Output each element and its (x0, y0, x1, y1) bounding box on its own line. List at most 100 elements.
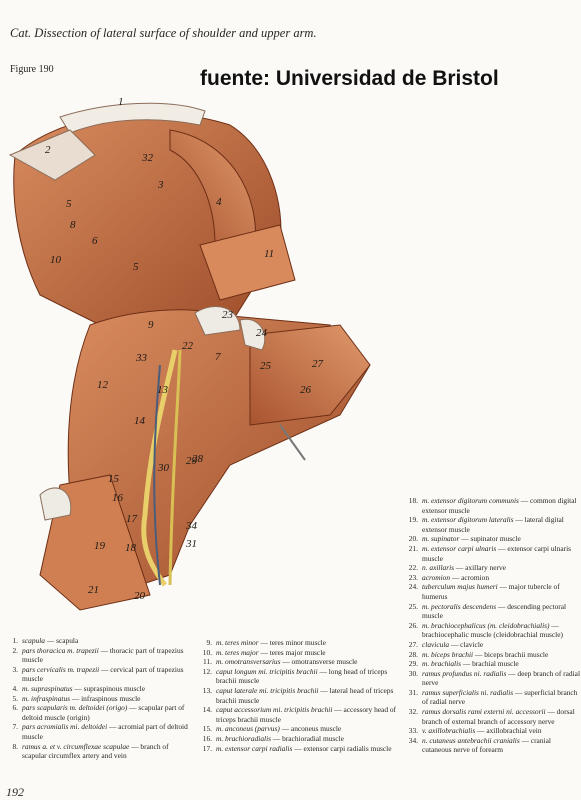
figure-label: 3 (157, 179, 164, 191)
legend-item: 4. m. supraspinatus — supraspinous muscle (4, 684, 194, 694)
legend-number: 33. (408, 726, 418, 736)
legend-item: 19.m. extensor digitorum lateralis — lat… (404, 515, 581, 534)
legend-text: m. extensor digitorum communis — common … (422, 496, 581, 515)
figure-label: 34 (185, 520, 198, 532)
figure-label: 21 (88, 584, 99, 596)
legend-number: 16. (202, 733, 212, 743)
legend-description: — scapula (45, 636, 79, 645)
legend-text: m. supraspinatus — supraspinous muscle (22, 684, 194, 694)
figure-label: 29 (186, 455, 198, 467)
legend-text: m. omotransversarius — omotransverse mus… (216, 657, 398, 667)
legend-number: 4. (12, 683, 18, 693)
legend-text: ramus superficialis ni. radialis — super… (422, 688, 581, 707)
figure-label: 27 (312, 358, 324, 370)
legend-item: 8.ramus a. et v. circumflexae scapulae —… (4, 742, 194, 761)
figure-label: 24 (256, 327, 268, 339)
figure-label: 33 (135, 352, 148, 364)
legend-number: 2. (12, 645, 18, 655)
legend-text: m. extensor carpi ulnaris — extensor car… (422, 544, 581, 563)
figure-label: 20 (134, 590, 146, 602)
legend-item: 22.n. axillaris — axillary nerve (404, 563, 581, 573)
legend-number: 13. (202, 685, 212, 695)
legend-item: 32.ramus dorsalis rami externi ni. acces… (404, 707, 581, 726)
legend-description: — lateral head of triceps brachii muscle (216, 685, 394, 705)
legend-item: 13. caput laterale mi. tricipitis brachii… (198, 686, 398, 705)
legend-number: 24. (408, 582, 418, 592)
legend-term: pars thoracica m. trapezii (22, 645, 99, 655)
legend-term: acromion (422, 572, 451, 582)
legend-description: — branch of scapular circumflex artery a… (22, 741, 169, 761)
legend-description: — major tubercle of humerus (422, 582, 560, 601)
legend-description: — clavicle (449, 639, 484, 649)
figure-label: 8 (70, 219, 76, 231)
legend-term: scapula (22, 636, 45, 645)
acromion-bone (194, 306, 241, 336)
axillobrachial-vein (153, 364, 161, 586)
legend-number: 12. (202, 666, 212, 676)
figure-label: 31 (185, 538, 197, 550)
figure-label: 12 (97, 379, 109, 391)
legend-text: m. extensor carpi radialis — extensor ca… (216, 744, 398, 754)
legend-term: caput laterale mi. tricipitis brachii (216, 685, 319, 695)
legend-item: 7.pars acromialis mi. deltoidei — acromi… (4, 722, 194, 741)
legend-term: m. extensor carpi ulnaris (422, 543, 497, 553)
legend-item: 15.m. anconeus (parvus) — anconeus muscl… (198, 724, 398, 734)
legend-text: n. cutaneus antebrachii cranialis — cran… (422, 736, 581, 755)
legend-description: — accessory head of triceps brachii musc… (216, 705, 397, 724)
legend-description: — axillobrachial vein (475, 726, 542, 736)
legend-description: — brachial muscle (461, 659, 519, 669)
tubercle-bone (239, 318, 266, 351)
legend-item: 29.m. brachialis — brachial muscle (404, 659, 581, 669)
legend-term: m. extensor digitorum communis (422, 496, 519, 505)
figure-label: 5 (133, 261, 139, 273)
legend-number: 26. (408, 620, 418, 630)
legend-item: 27.clavicula — clavicle (404, 640, 581, 650)
legend-text: pars scapularis m. deltoidei (origo) — s… (22, 703, 194, 722)
legend-term: m. extensor carpi radialis (216, 743, 293, 753)
legend-text: m. brachioradialis — brachioradial muscl… (216, 734, 398, 744)
figure-number: Figure 190 (10, 64, 54, 75)
legend-description: — scapular part of deltoid muscle (origi… (22, 703, 185, 722)
legend-description: — teres minor muscle (258, 638, 326, 647)
legend-description: — acromion (450, 572, 490, 582)
legend-number: 7. (12, 722, 18, 732)
legend-text: n. axillaris — axillary nerve (422, 563, 581, 573)
legend-term: m. extensor digitorum lateralis (422, 515, 514, 525)
legend-term: m. biceps brachii (422, 649, 474, 659)
legend-item: 6.pars scapularis m. deltoidei (origo) —… (4, 703, 194, 722)
legend-number: 30. (408, 668, 418, 678)
legend-text: caput laterale mi. tricipitis brachii — … (216, 686, 398, 705)
figure-label: 11 (264, 248, 274, 260)
figure-label: 2 (45, 144, 51, 156)
legend-term: v. axillobrachialis (422, 726, 476, 736)
figure-label: 9 (148, 319, 154, 331)
legend-term: m. supinator (422, 534, 460, 544)
legend-term: n. cutaneus antebrachii cranialis (422, 735, 520, 745)
legend-term: m. pectoralis descendens (422, 601, 497, 611)
legend-item: 31.ramus superficialis ni. radialis — su… (404, 688, 581, 707)
legend-term: ramus dorsalis rami externi ni. accessor… (422, 707, 546, 717)
legend-item: 9.m. teres minor — teres minor muscle (198, 638, 398, 648)
legend-text: tuberculum majus humeri — major tubercle… (422, 582, 581, 601)
figure-label: 28 (192, 453, 204, 465)
figure-label: 15 (108, 473, 120, 485)
legend-text: ramus a. et v. circumflexae scapulae — b… (22, 742, 194, 761)
legend-description: — anconeus muscle (279, 724, 342, 734)
figure-label: 30 (157, 462, 170, 474)
figure-label: 17 (126, 513, 138, 525)
legend-column-3: 18.m. extensor digitorum communis — comm… (404, 496, 581, 755)
legend-text: acromion — acromion (422, 573, 581, 583)
legend-description: — brachioradial muscle (271, 733, 344, 743)
legend-number: 25. (408, 601, 418, 611)
legend-text: caput accessorium mi. tricipitis brachii… (216, 705, 398, 724)
legend-text: m. brachiocephalicus (m. cleidobrachiali… (422, 621, 581, 640)
legend-item: 28.m. biceps brachii — biceps brachii mu… (404, 650, 581, 660)
probe (279, 424, 306, 461)
figure-label: 25 (260, 360, 272, 372)
legend-term: n. axillaris (422, 563, 455, 573)
legend-term: pars cervicalis m. trapezii (22, 664, 100, 674)
figure-label: 26 (300, 384, 312, 396)
legend-item: 14.caput accessorium mi. tricipitis brac… (198, 705, 398, 724)
figure-label: 1 (118, 96, 124, 108)
